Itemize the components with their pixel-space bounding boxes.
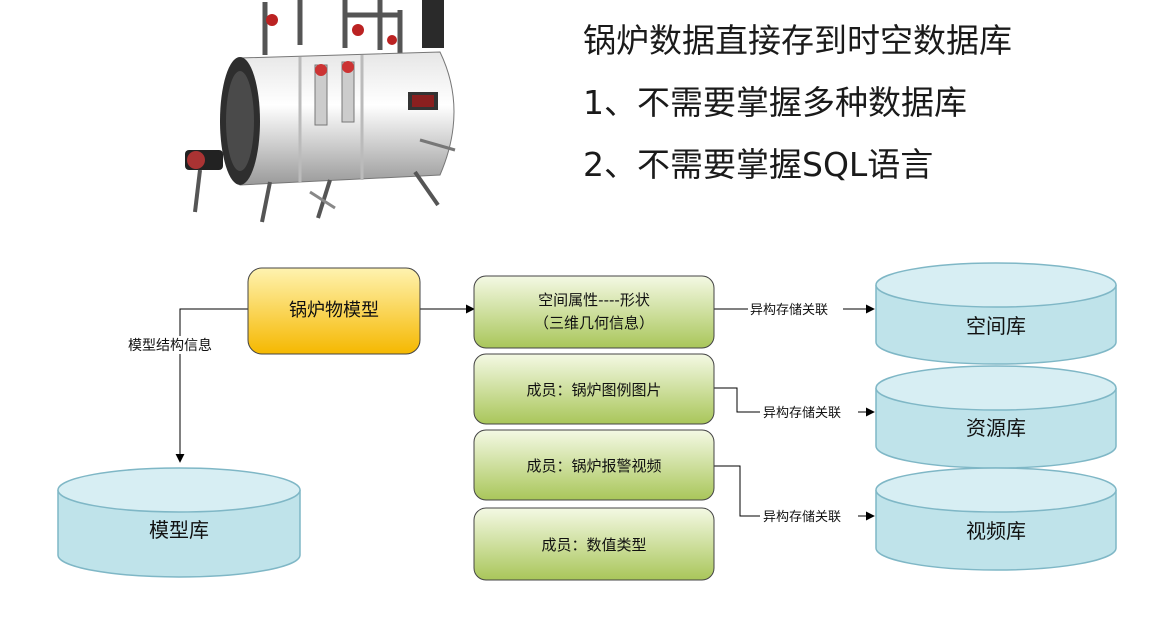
member-box-numeric xyxy=(473,507,715,581)
member-box-spatial xyxy=(473,275,715,349)
db-spatial: 空间库 xyxy=(875,262,1117,365)
member-image-label: 成员：锅炉图例图片 xyxy=(526,381,661,399)
db-model: 模型库 xyxy=(57,467,301,578)
link-label-resource: 异构存储关联 xyxy=(763,406,841,421)
link-label-video: 异构存储关联 xyxy=(763,510,841,525)
bullet-item-2: 2、不需要掌握SQL语言 xyxy=(583,145,934,184)
member-numeric-label: 成员：数值类型 xyxy=(541,536,646,554)
member-box-video xyxy=(473,429,715,501)
bullet-title: 锅炉数据直接存到时空数据库 xyxy=(583,21,1012,60)
db-resource: 资源库 xyxy=(875,365,1117,469)
model-box xyxy=(247,267,421,355)
member-spatial-line1: 空间属性----形状 xyxy=(538,291,650,309)
member-spatial-line2: （三维几何信息） xyxy=(534,314,654,332)
boiler-illustration xyxy=(185,0,456,223)
model-info-label: 模型结构信息 xyxy=(128,337,212,354)
link-label-spatial: 异构存储关联 xyxy=(750,303,828,318)
db-resource-label: 资源库 xyxy=(966,416,1026,440)
bullet-list: 锅炉数据直接存到时空数据库 1、不需要掌握多种数据库 2、不需要掌握SQL语言 xyxy=(583,20,1012,206)
db-model-label: 模型库 xyxy=(149,518,209,542)
bullet-item-1: 1、不需要掌握多种数据库 xyxy=(583,83,967,122)
db-video-label: 视频库 xyxy=(966,519,1026,543)
member-box-image xyxy=(473,353,715,425)
db-spatial-label: 空间库 xyxy=(966,314,1026,338)
model-box-label: 锅炉物模型 xyxy=(289,300,379,321)
member-video-label: 成员：锅炉报警视频 xyxy=(526,457,661,475)
db-video: 视频库 xyxy=(875,467,1117,571)
arrow-to-model-db xyxy=(175,308,248,463)
